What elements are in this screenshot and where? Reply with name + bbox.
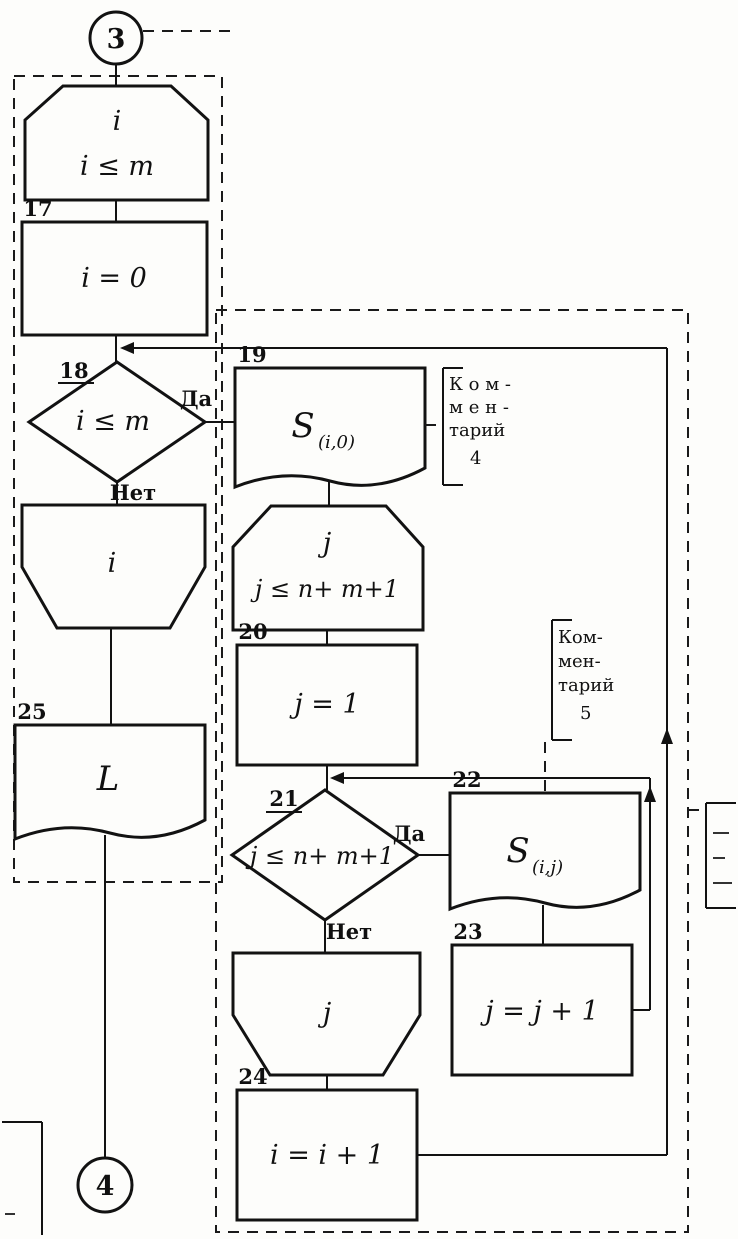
loop-j-begin-cond: j ≤ n+ m+1 [250,575,399,603]
loop-j-end-var: j [318,998,331,1029]
loop-i-end-shape [20,503,207,630]
document-22-shape [448,791,642,912]
arrowhead-up-icon [644,786,656,802]
block-17-shape [20,220,209,337]
document-19-symbol: S [291,406,314,446]
loop-i-begin-shape [23,84,210,202]
block-24-text: i = i + 1 [270,1140,384,1171]
comment-5-line2: мен- [558,651,601,672]
block-23-number: 23 [453,919,482,944]
loop-j-end-shape [231,951,422,1077]
comment-4-line1: К о м - [449,374,511,395]
loop-i-begin-var: i [113,106,122,137]
loop-j-begin-shape [231,504,425,632]
arrowhead-left-icon [330,772,344,784]
decision-21-text: j ≤ n+ m+1 [245,842,394,870]
document-25-shape [13,723,207,842]
block-17-text: i = 0 [81,263,147,294]
loop-j-begin-var: j [318,528,331,559]
block-24-shape [235,1088,419,1222]
block-22-number: 22 [452,767,481,792]
document-22-symbol: S [506,831,529,871]
comment-5-line1: Ком- [558,627,603,648]
loop-i-end-var: i [108,548,117,579]
dashed-region-left [13,75,223,883]
decision-21-yes-label: Да [393,821,426,846]
document-25-text: L [96,759,120,799]
dashed-region-right [215,309,689,1233]
document-22-subscript: (i,j) [532,857,563,878]
block-20-text: j = 1 [289,689,359,720]
block-25-number: 25 [17,699,46,724]
block-20-number: 20 [238,619,267,644]
decision-18-text: i ≤ m [76,406,150,437]
comment-5-line4: 5 [580,703,591,724]
loop-i-begin-cond: i ≤ m [80,151,154,182]
comment-4-line3: тарий [449,420,505,441]
decision-21-no-label: Нет [326,919,372,944]
arrowhead-left-icon [120,342,134,354]
connector-circle-4 [76,1156,134,1214]
comment-4-line2: м е н - [449,397,509,418]
arrowhead-up-icon [661,728,673,744]
block-24-number: 24 [238,1064,267,1089]
block-21-number: 21 [269,786,298,811]
block-19-number: 19 [237,342,266,367]
comment-5-line3: тарий [558,675,614,696]
connector-4-label: 4 [96,1171,115,1202]
block-17-number: 17 [23,196,52,221]
block-23-shape [450,943,634,1077]
document-19-subscript: (i,0) [318,432,355,453]
block-23-text: j = j + 1 [480,996,599,1027]
decision-18-yes-label: Да [180,386,213,411]
block-18-number: 18 [59,358,88,383]
comment-4-line4: 4 [470,448,481,469]
connector-3-label: 3 [107,24,126,55]
document-19-shape [233,366,427,490]
